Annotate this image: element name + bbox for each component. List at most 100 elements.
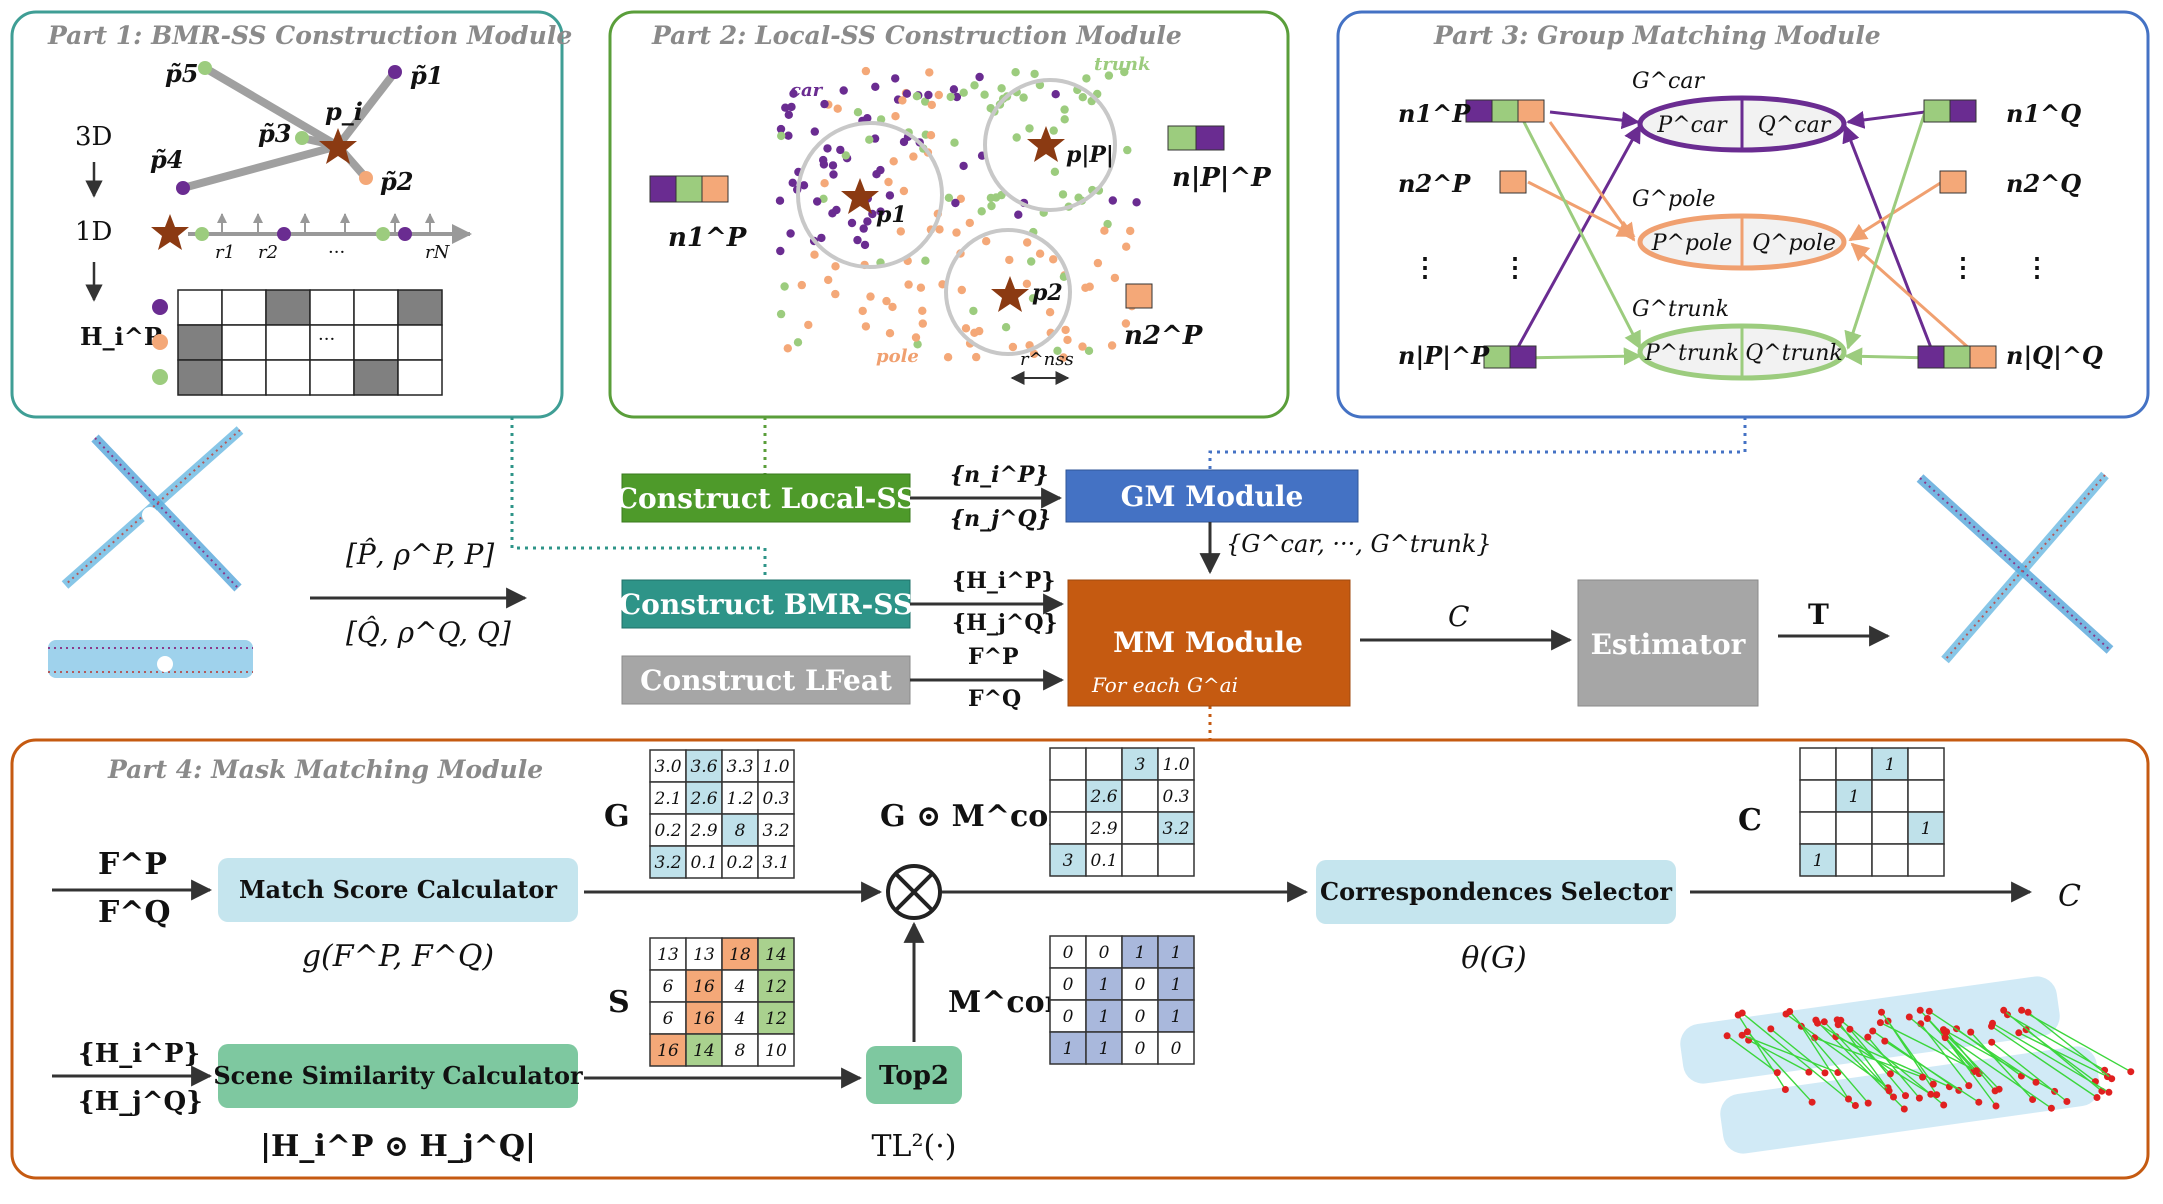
histogram-label: H_i^P <box>80 322 162 351</box>
matrix-cell <box>1799 811 1837 845</box>
matrix-value: 3.2 <box>762 821 789 841</box>
local-scatter <box>775 66 1141 362</box>
descriptor-bar <box>1939 170 1967 194</box>
scatter-point <box>828 161 838 170</box>
gm-module-block: GM Module <box>1065 469 1359 523</box>
scatter-point <box>1107 341 1117 350</box>
keypoint <box>1890 1093 1897 1101</box>
matrix-value: 1 <box>1099 975 1110 995</box>
correspondence-line <box>2021 1009 2132 1073</box>
matrix-value: 16 <box>693 1009 715 1029</box>
matrix-value: 2.6 <box>689 789 717 809</box>
matrix-cell <box>1085 747 1123 781</box>
matrix-cell <box>1799 747 1837 781</box>
scatter-point <box>934 90 943 100</box>
scatter-point <box>1132 198 1141 207</box>
edge-label: {H_i^P} <box>952 568 1055 594</box>
correspondence-line <box>2027 1011 2113 1080</box>
correspondence-line <box>1823 1021 1890 1092</box>
keypoint <box>1834 1021 1842 1029</box>
hist-cell <box>397 289 443 326</box>
group-name: G^pole <box>1632 187 1715 212</box>
scatter-point <box>865 135 874 144</box>
scatter-point <box>913 340 922 349</box>
matrix-cell <box>1835 811 1873 845</box>
scatter-point <box>1053 346 1062 355</box>
scatter-point <box>1060 105 1069 114</box>
scatter-point <box>921 256 930 265</box>
formula: TL²(·) <box>872 1129 957 1164</box>
matrix-cell <box>757 813 795 847</box>
scatter-point <box>972 352 981 362</box>
ring-label: r2 <box>258 242 278 263</box>
matrix-cell <box>685 749 723 783</box>
scatter-point <box>904 280 913 289</box>
matrix-value: 12 <box>765 1009 787 1029</box>
scatter-point <box>959 161 968 171</box>
scatter-point <box>916 283 926 292</box>
matrix-cell <box>1157 935 1195 969</box>
correspondence-line <box>1789 1011 1869 1104</box>
star-icon <box>151 214 189 250</box>
matrix-value: 3.6 <box>690 757 717 777</box>
part3-title: Part 3: Group Matching Module <box>1433 21 1881 50</box>
matrix-cell <box>757 845 795 879</box>
matrix-cell <box>1157 811 1195 845</box>
scatter-point <box>961 324 971 333</box>
scatter-point <box>1012 133 1021 142</box>
matrix-value: 0 <box>1135 975 1146 995</box>
correspondence-line <box>1992 1022 2110 1093</box>
correspondence-line <box>1867 1036 1920 1099</box>
keypoint <box>2032 1078 2040 1086</box>
scatter-point <box>944 193 954 202</box>
scatter-point <box>926 131 936 140</box>
n-label: n1^P <box>668 223 748 253</box>
scatter-point <box>902 89 912 98</box>
correspondence-line <box>1908 1016 1974 1073</box>
scatter-point <box>833 104 842 113</box>
scatter-point <box>889 157 898 166</box>
dim-label-3d: 3D <box>75 122 112 152</box>
formula: θ(G) <box>1461 941 1526 976</box>
scatter-point <box>925 68 934 77</box>
matrix-cell <box>721 1001 759 1035</box>
descriptor-bar <box>1917 345 1997 369</box>
keypoint <box>1738 1031 1746 1039</box>
hist-cell <box>353 324 399 361</box>
scatter-point <box>866 292 875 301</box>
hist-cell <box>221 324 267 361</box>
scatter-point <box>997 84 1006 93</box>
hist-cell <box>397 359 443 396</box>
scatter-point <box>896 227 905 236</box>
scatter-point <box>884 177 893 187</box>
matrix-value: 16 <box>657 1041 679 1061</box>
scatter-point <box>1029 349 1039 359</box>
input-label: {H_j^Q} <box>78 1087 203 1117</box>
keypoint <box>1916 1006 1924 1014</box>
keypoint <box>1989 1019 1996 1027</box>
matrix-value: 6 <box>663 1009 674 1029</box>
matrix-value: 3.1 <box>762 853 789 873</box>
scatter-point <box>1001 323 1011 332</box>
keypoint <box>1846 1025 1854 1033</box>
matrix-cell <box>685 781 723 815</box>
correspondence-line <box>1884 1040 1980 1103</box>
correspondence-line <box>1944 1033 2052 1109</box>
keypoint <box>2108 1075 2116 1083</box>
keypoint <box>1743 1028 1751 1036</box>
block-sublabel: For each G^ai <box>1091 673 1238 697</box>
left-node-label: n|P|^P <box>1398 341 1490 370</box>
scatter-point <box>861 322 871 331</box>
class-label-pole: pole <box>876 346 919 367</box>
scatter-point <box>959 88 968 97</box>
matrix-cell <box>1049 747 1087 781</box>
matrix-value: 0.3 <box>762 789 789 809</box>
scatter-point <box>927 100 936 110</box>
target-input-label: [Q̂, ρ^Q, Q] <box>346 616 511 649</box>
scatter-point <box>1005 255 1014 265</box>
keypoint <box>1845 1095 1852 1103</box>
scatter-point <box>1074 193 1083 202</box>
